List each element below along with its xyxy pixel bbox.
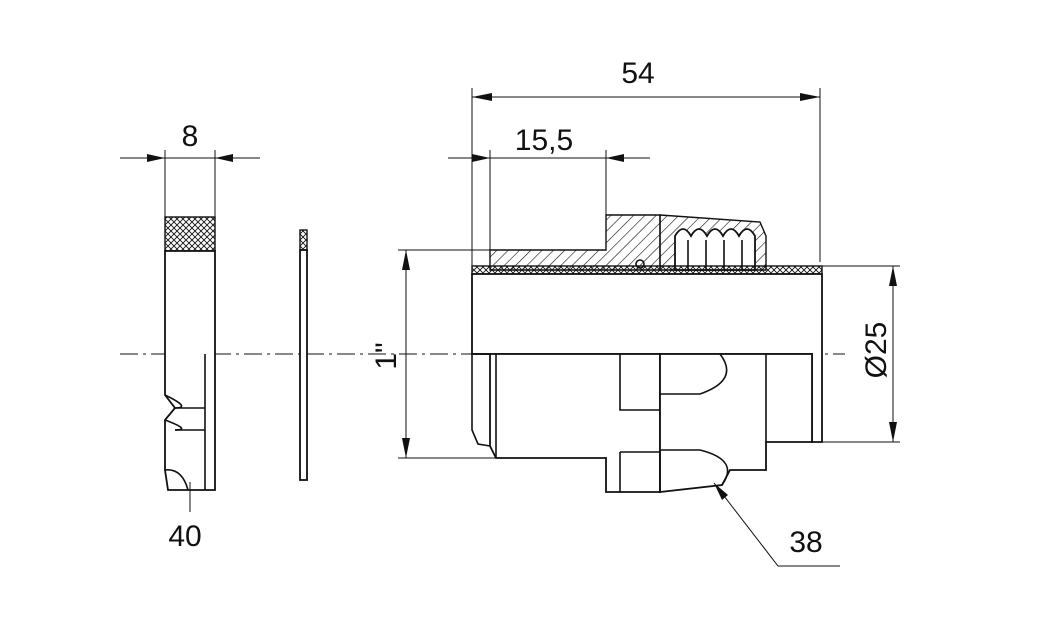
body-lower-right <box>659 353 813 494</box>
body-lower-left <box>472 353 661 493</box>
dim-overall-length-label: 54 <box>621 57 654 90</box>
dim-overall-length <box>471 88 821 266</box>
callout-body-leader <box>713 482 840 567</box>
dim-thread-length <box>448 150 650 250</box>
nut-section-hatch <box>164 216 216 252</box>
dim-thread-length-label: 15,5 <box>515 124 573 157</box>
washer-body <box>299 249 308 481</box>
pipe-end-chamfer <box>471 354 491 447</box>
dim-pipe-diameter-label: Ø25 <box>860 322 893 379</box>
nut-body <box>164 250 216 491</box>
callout-body-arrow <box>714 483 728 500</box>
thread-section-hatch <box>489 214 661 271</box>
thread-teeth <box>674 228 756 271</box>
dim-pipe-diameter <box>822 265 900 443</box>
washer <box>299 229 308 481</box>
lock-nut <box>164 216 216 491</box>
dim-nut-width-label: 8 <box>182 120 199 153</box>
nut-hex-arcs <box>164 394 189 491</box>
dim-thread-size <box>398 249 496 459</box>
callout-body-size-label: 38 <box>789 526 822 559</box>
body-flat-lines <box>619 354 661 492</box>
dim-thread-size-label: 1" <box>370 342 403 369</box>
dim-nut-width <box>120 150 260 217</box>
callout-nut-size-label: 40 <box>168 520 201 553</box>
pipe-section-strip <box>471 265 823 275</box>
thread-root-lines <box>687 240 743 270</box>
union-fitting <box>471 214 823 494</box>
washer-section <box>299 229 308 251</box>
nut-hex-profile <box>660 353 729 486</box>
